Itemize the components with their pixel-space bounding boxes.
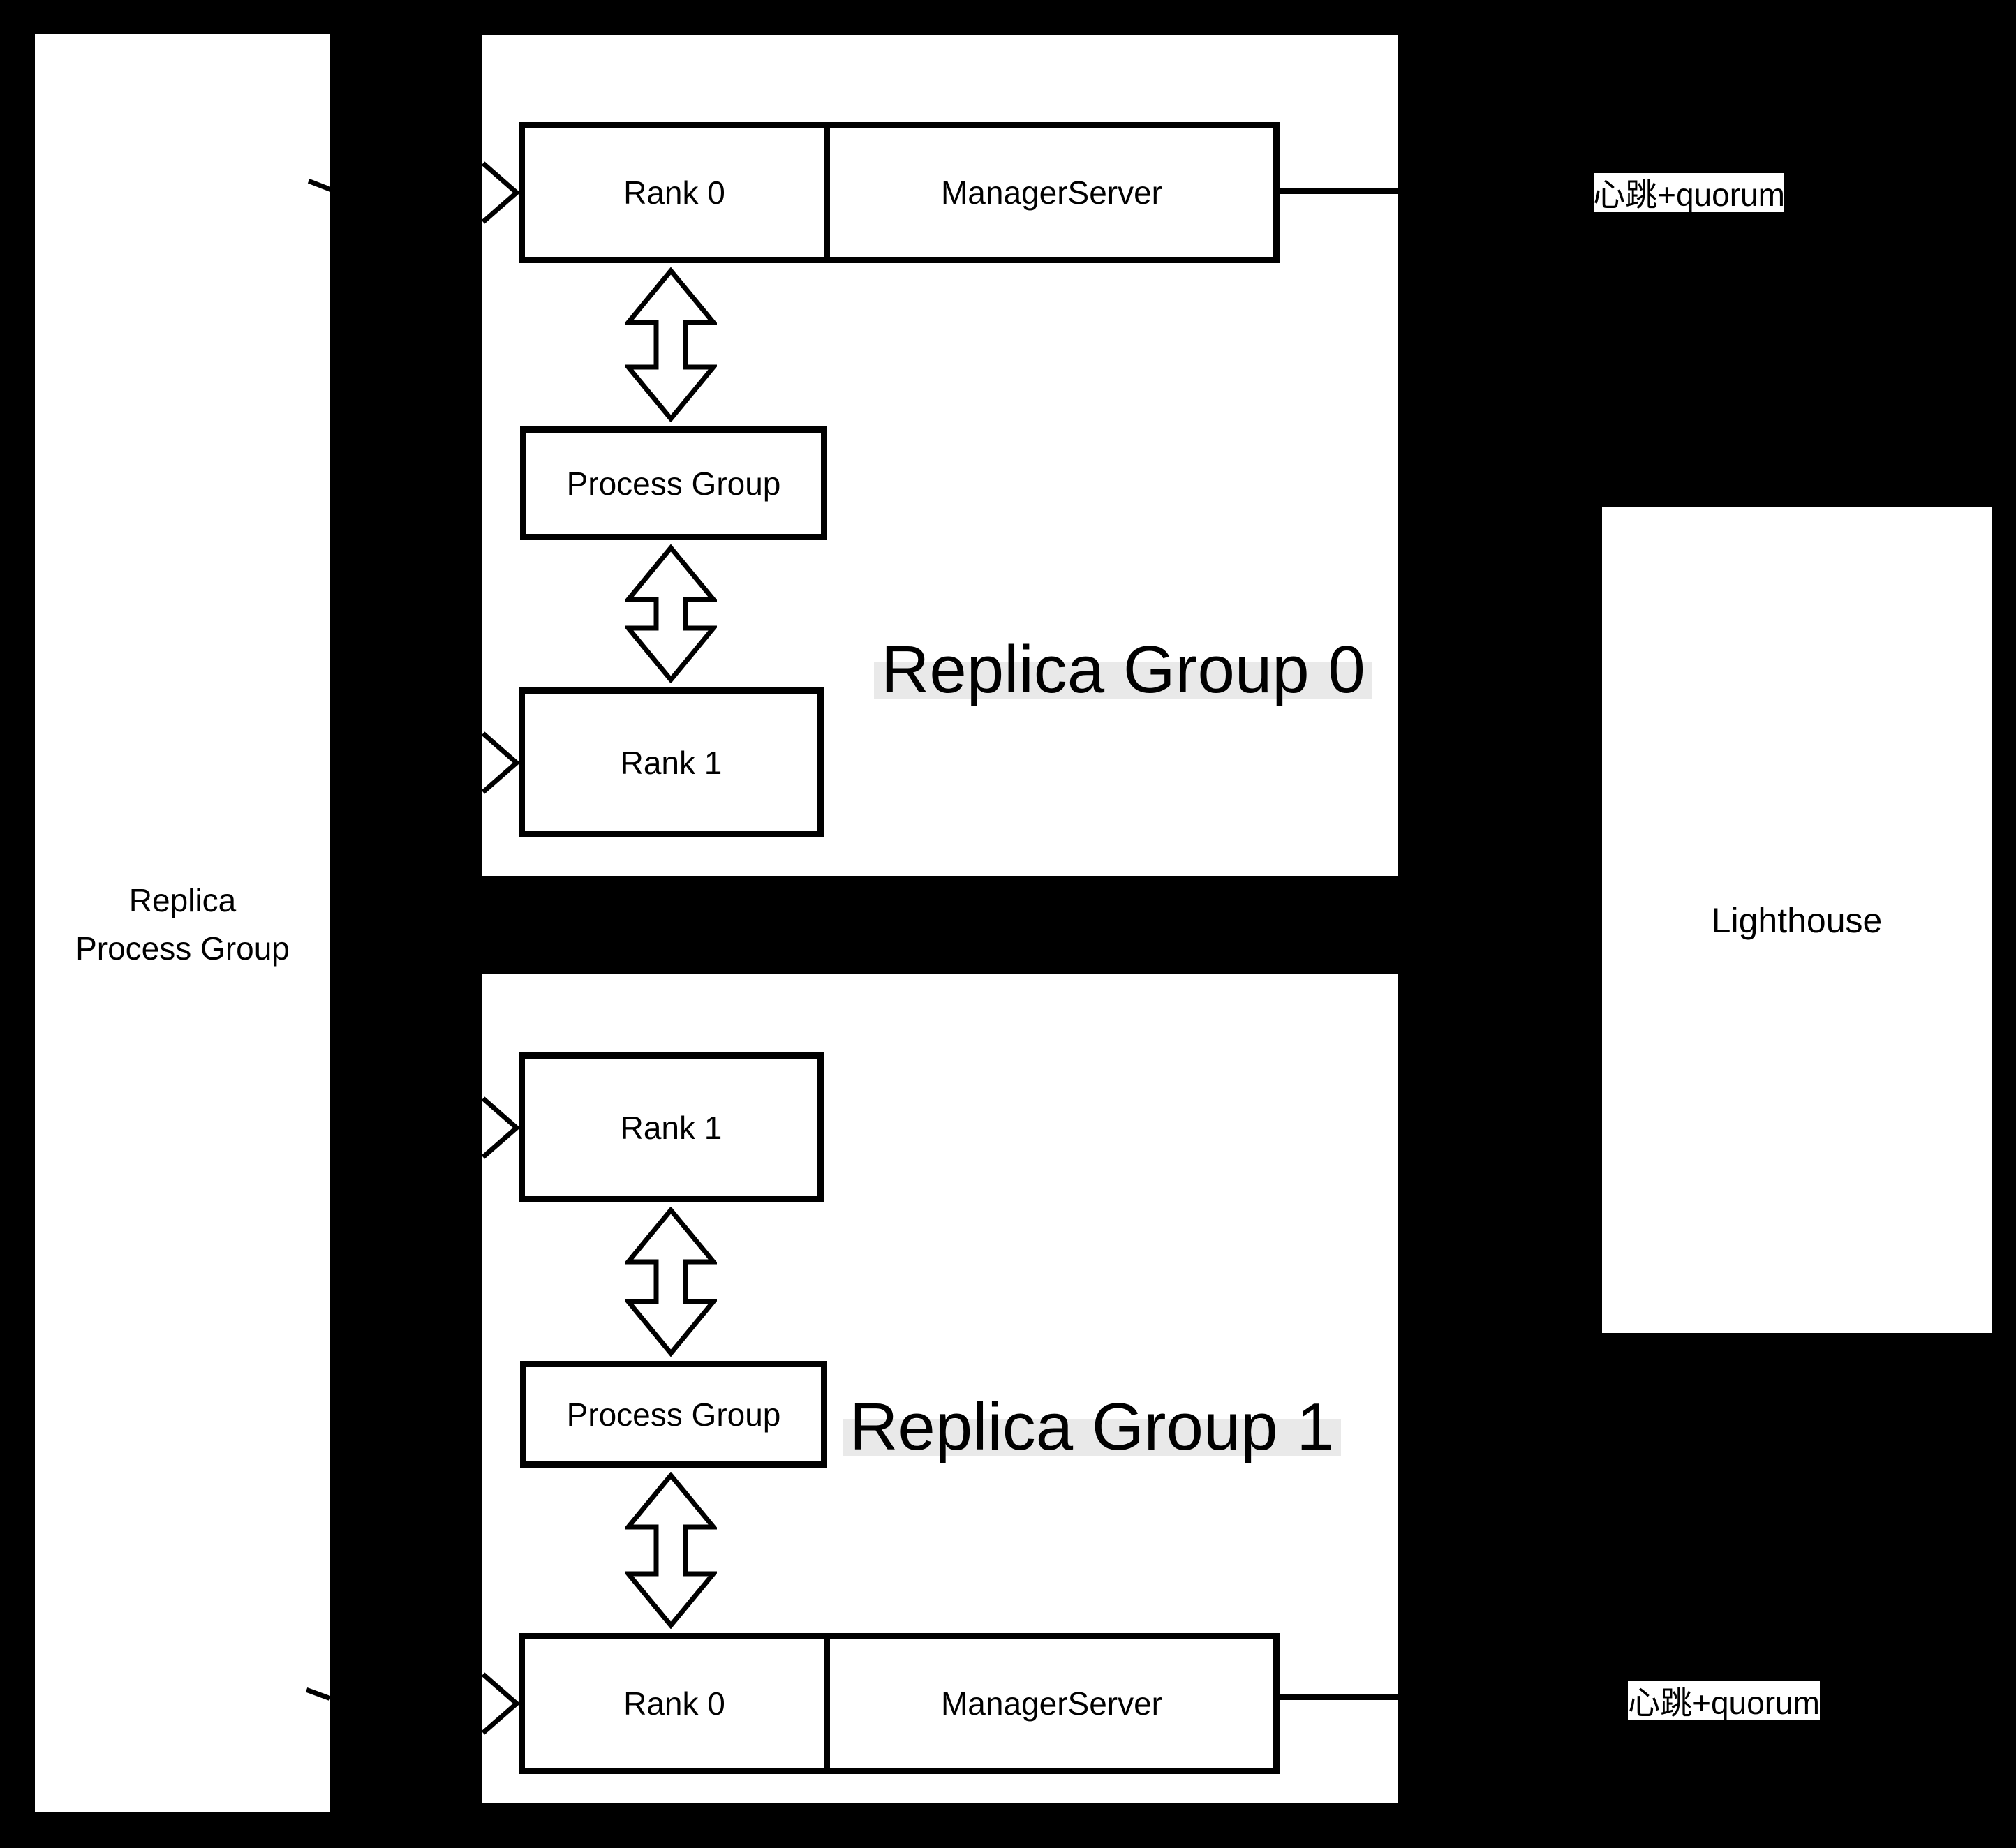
managerserver-lighthouse-line-top xyxy=(1280,188,1398,194)
double-arrow-icon-group1-a xyxy=(625,1207,717,1357)
double-arrow-icon-group0-a xyxy=(625,267,717,422)
managerserver-box-group1: ManagerServer xyxy=(824,1639,1273,1768)
rank0-managerserver-row-group1: Rank 0 ManagerServer xyxy=(519,1633,1280,1774)
heartbeat-quorum-label-bottom: 心跳+quorum xyxy=(1628,1681,1820,1721)
rank1-box-group1: Rank 1 xyxy=(519,1052,824,1202)
replica-group-0-title: Replica Group 0 xyxy=(874,632,1372,708)
managerserver-label-group0: ManagerServer xyxy=(940,174,1163,211)
process-group-label-group0: Process Group xyxy=(566,465,781,502)
lighthouse-label: Lighthouse xyxy=(1711,900,1883,940)
rank1-label-group0: Rank 1 xyxy=(620,744,722,781)
rank1-label-group1: Rank 1 xyxy=(620,1109,722,1146)
arrowhead-icon-rank1-group1 xyxy=(481,1096,521,1159)
heartbeat-quorum-label-top: 心跳+quorum xyxy=(1593,173,1785,213)
rank0-label-group0: Rank 0 xyxy=(623,174,725,211)
arrowhead-icon-rank0-group1 xyxy=(481,1672,521,1735)
lighthouse-box: Lighthouse xyxy=(1602,507,1992,1333)
process-group-box-group1: Process Group xyxy=(520,1361,827,1468)
replica-process-group-box xyxy=(35,34,330,1812)
arrowhead-icon-rank1-group0 xyxy=(481,731,521,794)
rank1-box-group0: Rank 1 xyxy=(519,687,824,837)
replica-group-1-title: Replica Group 1 xyxy=(843,1389,1341,1466)
rank0-managerserver-row-group0: Rank 0 ManagerServer xyxy=(519,122,1280,263)
arrowhead-icon-rank0-group0 xyxy=(481,161,521,224)
double-arrow-icon-group0-b xyxy=(625,544,717,683)
double-arrow-icon-group1-b xyxy=(625,1472,717,1629)
managerserver-label-group1: ManagerServer xyxy=(940,1685,1163,1722)
rank0-label-group1: Rank 0 xyxy=(623,1685,725,1722)
rank0-box-group1: Rank 0 xyxy=(525,1639,824,1768)
managerserver-lighthouse-line-bottom xyxy=(1280,1694,1398,1700)
rank0-box-group0: Rank 0 xyxy=(525,128,824,257)
replica-process-group-label-line2: Process Group xyxy=(75,930,290,967)
process-group-label-group1: Process Group xyxy=(566,1396,781,1433)
process-group-box-group0: Process Group xyxy=(520,426,827,540)
replica-process-group-label: Replica Process Group xyxy=(35,877,330,973)
managerserver-box-group0: ManagerServer xyxy=(824,128,1273,257)
replica-process-group-label-line1: Replica xyxy=(128,882,237,918)
